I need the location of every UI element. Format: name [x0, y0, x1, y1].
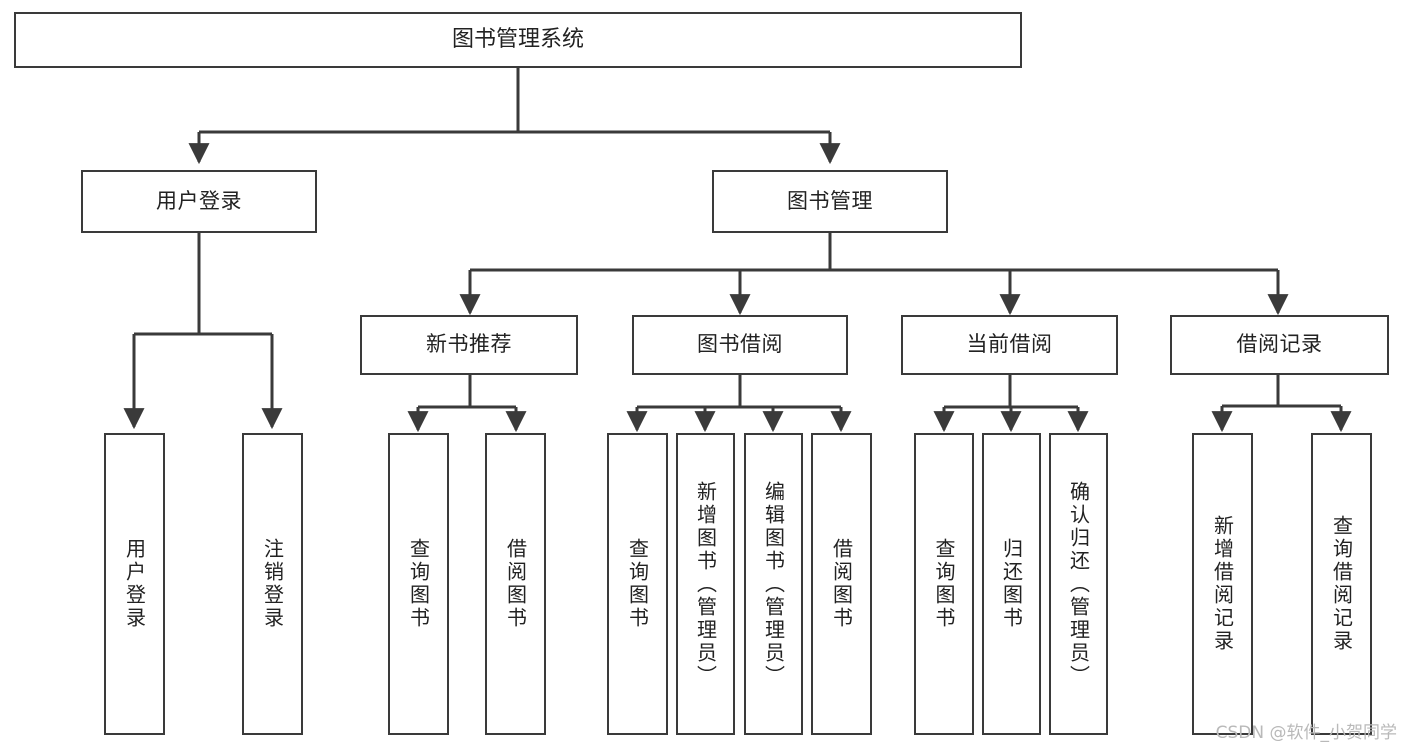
node-borrow-record[interactable]: 借阅记录	[1170, 315, 1389, 375]
leaf-label: 查询借阅记录	[1329, 515, 1354, 653]
leaf-query-book-current[interactable]: 查询图书	[914, 433, 974, 735]
leaf-label: 编辑图书（管理员）	[761, 480, 786, 688]
node-book-borrow[interactable]: 图书借阅	[632, 315, 848, 375]
leaf-label: 查询图书	[406, 538, 431, 630]
leaf-add-borrow-record[interactable]: 新增借阅记录	[1192, 433, 1253, 735]
leaf-label: 归还图书	[999, 538, 1024, 630]
node-user-login[interactable]: 用户登录	[81, 170, 317, 233]
leaf-borrow-book[interactable]: 借阅图书	[811, 433, 872, 735]
leaf-query-borrow-record[interactable]: 查询借阅记录	[1311, 433, 1372, 735]
node-label: 用户登录	[156, 188, 242, 213]
leaf-query-book-borrow[interactable]: 查询图书	[607, 433, 668, 735]
leaf-label: 查询图书	[932, 538, 956, 630]
leaf-confirm-return-admin[interactable]: 确认归还（管理员）	[1049, 433, 1108, 735]
leaf-label: 注销登录	[260, 538, 285, 630]
leaf-label: 新增图书（管理员）	[693, 480, 718, 688]
node-new-book-recommend[interactable]: 新书推荐	[360, 315, 578, 375]
leaf-edit-book-admin[interactable]: 编辑图书（管理员）	[744, 433, 803, 735]
leaf-label: 借阅图书	[829, 538, 854, 630]
leaf-logout-login[interactable]: 注销登录	[242, 433, 303, 735]
node-label: 当前借阅	[966, 332, 1053, 357]
node-label: 图书管理系统	[451, 26, 584, 52]
leaf-label: 查询图书	[625, 538, 650, 630]
leaf-query-book-recommend[interactable]: 查询图书	[388, 433, 449, 735]
node-label: 图书借阅	[697, 332, 783, 357]
csdn-watermark: CSDN @软件_小贺同学	[1215, 723, 1397, 743]
node-label: 图书管理	[787, 188, 873, 213]
node-label: 新书推荐	[426, 332, 512, 357]
leaf-return-book[interactable]: 归还图书	[982, 433, 1041, 735]
node-label: 借阅记录	[1236, 332, 1323, 357]
node-book-management[interactable]: 图书管理	[712, 170, 948, 233]
leaf-user-login[interactable]: 用户登录	[104, 433, 165, 735]
leaf-label: 借阅图书	[503, 538, 528, 630]
node-current-borrow[interactable]: 当前借阅	[901, 315, 1118, 375]
leaf-borrow-book-recommend[interactable]: 借阅图书	[485, 433, 546, 735]
leaf-add-book-admin[interactable]: 新增图书（管理员）	[676, 433, 735, 735]
leaf-label: 确认归还（管理员）	[1066, 480, 1091, 688]
node-root-system[interactable]: 图书管理系统	[14, 12, 1022, 68]
leaf-label: 用户登录	[122, 538, 147, 630]
leaf-label: 新增借阅记录	[1210, 515, 1235, 653]
